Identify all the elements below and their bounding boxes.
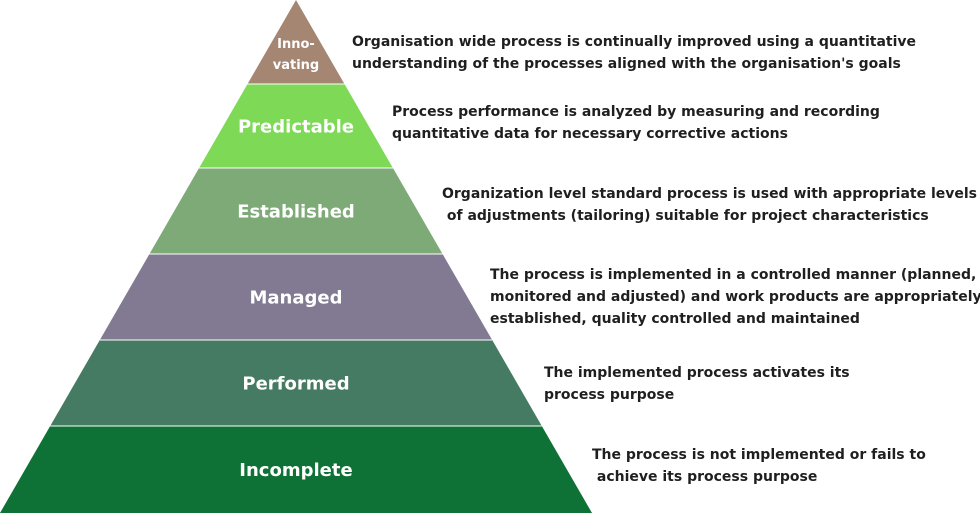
label-line: Predictable (238, 116, 354, 137)
description-line: The implemented process activates its (544, 365, 850, 381)
band-managed (99, 254, 493, 340)
label-innovating: Inno-vating (273, 37, 319, 73)
description-line: of adjustments (tailoring) suitable for … (442, 208, 929, 224)
label-line: Managed (250, 287, 343, 308)
level-managed: Managed (99, 254, 493, 340)
level-predictable: Predictable (199, 84, 393, 168)
label-line: Incomplete (239, 460, 352, 481)
description-line: Organization level standard process is u… (442, 186, 978, 202)
label-established: Established (237, 201, 355, 222)
label-performed: Performed (242, 373, 349, 394)
description-line: Process performance is analyzed by measu… (392, 104, 880, 120)
label-incomplete: Incomplete (239, 460, 352, 481)
description-line: quantitative data for necessary correcti… (392, 126, 788, 142)
description-line: process purpose (544, 387, 675, 403)
description-line: The process is not implemented or fails … (592, 447, 926, 463)
label-managed: Managed (250, 287, 343, 308)
description-managed: The process is implemented in a controll… (490, 264, 980, 330)
level-established: Established (149, 168, 443, 254)
description-performed: The implemented process activates its pro… (544, 362, 850, 406)
description-established: Organization level standard process is u… (442, 183, 977, 227)
description-predictable: Process performance is analyzed by measu… (392, 101, 880, 145)
description-line: understanding of the processes aligned w… (352, 56, 901, 72)
description-incomplete: The process is not implemented or fails … (592, 444, 926, 488)
level-performed: Performed (50, 340, 542, 426)
band-performed (50, 340, 542, 426)
level-incomplete: Incomplete (0, 426, 592, 513)
description-line: Organisation wide process is continually… (352, 34, 917, 50)
label-line: vating (273, 58, 319, 73)
label-line: Performed (242, 373, 349, 394)
level-innovating: Inno-vating (247, 0, 345, 84)
label-line: Established (237, 201, 355, 222)
band-incomplete (0, 426, 592, 513)
description-line: The process is implemented in a controll… (490, 267, 977, 283)
band-predictable (199, 84, 393, 168)
description-innovating: Organisation wide process is continually… (352, 31, 916, 75)
band-established (149, 168, 443, 254)
band-innovating (247, 0, 345, 84)
description-line: established, quality controlled and main… (490, 311, 860, 327)
description-line: achieve its process purpose (592, 469, 818, 485)
label-predictable: Predictable (238, 116, 354, 137)
label-line: Inno- (277, 37, 315, 52)
description-line: monitored and adjusted) and work product… (490, 289, 980, 305)
